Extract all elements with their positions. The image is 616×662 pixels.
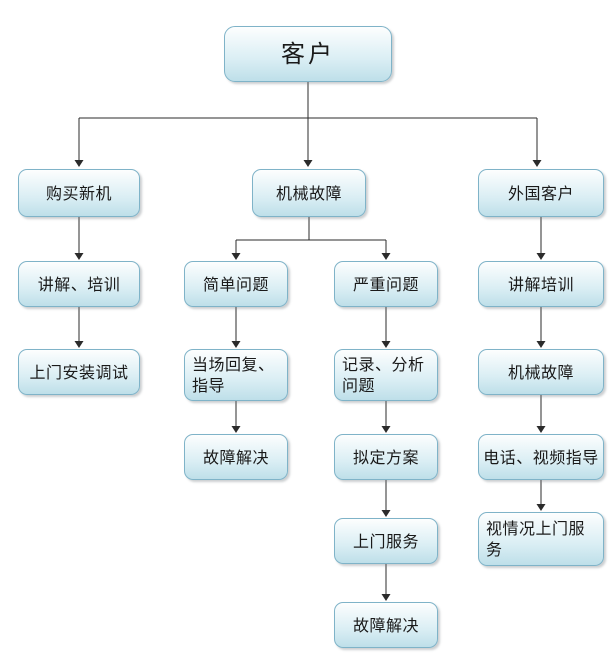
flow-node-n7[interactable]: 当场回复、指导 xyxy=(184,349,288,401)
flow-node-label: 故障解决 xyxy=(202,447,269,467)
flow-node-n15[interactable]: 机械故障 xyxy=(478,349,604,395)
connector-p-n4-n5 xyxy=(74,307,84,348)
flow-node-n17[interactable]: 视情况上门服务 xyxy=(478,512,604,566)
flow-node-n8[interactable]: 故障解决 xyxy=(184,434,288,480)
connector-p-n10-n11 xyxy=(381,401,391,433)
flow-node-n12[interactable]: 上门服务 xyxy=(334,518,438,564)
flow-node-label: 拟定方案 xyxy=(352,447,419,467)
flow-node-label: 记录、分析问题 xyxy=(342,355,425,395)
connector-p-n7-n8 xyxy=(231,401,241,433)
flow-node-label: 简单问题 xyxy=(202,274,269,294)
flow-node-n13[interactable]: 故障解决 xyxy=(334,602,438,648)
connector-p-n12-n13 xyxy=(381,564,391,601)
flow-node-n11[interactable]: 拟定方案 xyxy=(334,434,438,480)
arrowhead-icon xyxy=(231,426,241,433)
connector-p-n15-n16 xyxy=(536,395,546,433)
connector-p-n9-n10 xyxy=(381,307,391,348)
flow-node-n9[interactable]: 严重问题 xyxy=(334,261,438,307)
flow-node-label: 机械故障 xyxy=(275,183,342,203)
connector-p-n2-bus xyxy=(231,217,391,260)
flow-node-label: 电话、视频指导 xyxy=(483,447,599,467)
flow-node-n16[interactable]: 电话、视频指导 xyxy=(478,434,604,480)
flow-node-label: 严重问题 xyxy=(352,274,419,294)
arrowhead-icon xyxy=(381,594,391,601)
connector-p-n14-n15 xyxy=(536,307,546,348)
flow-node-n1[interactable]: 购买新机 xyxy=(18,169,140,217)
flow-node-label: 客户 xyxy=(281,40,335,68)
flow-node-label: 视情况上门服务 xyxy=(486,519,586,559)
flow-node-n14[interactable]: 讲解培训 xyxy=(478,261,604,307)
connector-p-root-bus xyxy=(74,82,542,167)
arrowhead-icon xyxy=(381,341,391,348)
connector-p-n11-n12 xyxy=(381,480,391,517)
arrowhead-icon xyxy=(231,253,241,260)
flow-node-label: 外国客户 xyxy=(507,183,574,203)
flow-node-n5[interactable]: 上门安装调试 xyxy=(18,349,140,395)
connector-p-n6-n7 xyxy=(231,307,241,348)
arrowhead-icon xyxy=(74,160,84,167)
arrowhead-icon xyxy=(381,253,391,260)
arrowhead-icon xyxy=(303,160,313,167)
arrowhead-icon xyxy=(532,160,542,167)
connector-p-n16-n17 xyxy=(536,480,546,511)
arrowhead-icon xyxy=(536,253,546,260)
flow-node-n0[interactable]: 客户 xyxy=(224,26,392,82)
flow-node-label: 上门服务 xyxy=(352,531,419,551)
flow-node-label: 上门安装调试 xyxy=(29,362,129,382)
flow-node-n4[interactable]: 讲解、培训 xyxy=(18,261,140,307)
arrowhead-icon xyxy=(381,426,391,433)
flow-node-label: 机械故障 xyxy=(507,362,574,382)
flow-node-label: 讲解培训 xyxy=(507,274,574,294)
flow-node-n10[interactable]: 记录、分析问题 xyxy=(334,349,438,401)
flow-node-label: 购买新机 xyxy=(45,183,112,203)
connector-p-n1-n4 xyxy=(74,217,84,260)
arrowhead-icon xyxy=(231,341,241,348)
connector-p-n3-n14 xyxy=(536,217,546,260)
arrowhead-icon xyxy=(536,341,546,348)
flow-node-n3[interactable]: 外国客户 xyxy=(478,169,604,217)
flow-node-n6[interactable]: 简单问题 xyxy=(184,261,288,307)
flow-node-label: 故障解决 xyxy=(352,615,419,635)
arrowhead-icon xyxy=(74,341,84,348)
arrowhead-icon xyxy=(536,426,546,433)
arrowhead-icon xyxy=(74,253,84,260)
flow-node-n2[interactable]: 机械故障 xyxy=(252,169,366,217)
flow-node-label: 讲解、培训 xyxy=(37,274,121,294)
arrowhead-icon xyxy=(536,504,546,511)
flow-node-label: 当场回复、指导 xyxy=(192,355,275,395)
arrowhead-icon xyxy=(381,510,391,517)
